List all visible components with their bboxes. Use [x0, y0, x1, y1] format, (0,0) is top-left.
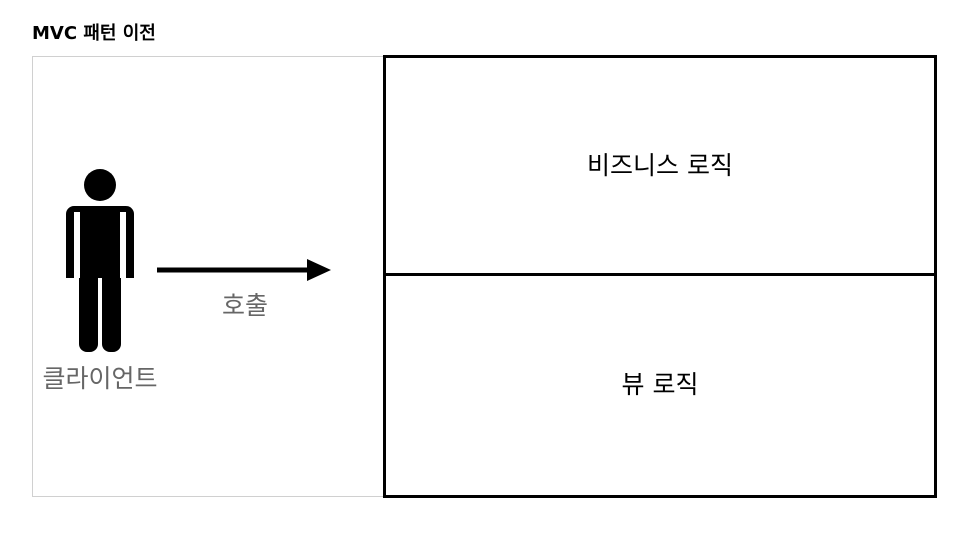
arrow-right-icon [157, 259, 331, 281]
call-label: 호출 [221, 291, 268, 320]
view-logic-label: 뷰 로직 [621, 370, 699, 399]
person-icon [66, 169, 134, 354]
page-title: MVC 패턴 이전 [32, 23, 156, 44]
client-label: 클라이언트 [42, 364, 158, 393]
logic-divider [383, 273, 937, 276]
business-logic-label: 비즈니스 로직 [587, 151, 733, 180]
logic-box [383, 55, 937, 498]
